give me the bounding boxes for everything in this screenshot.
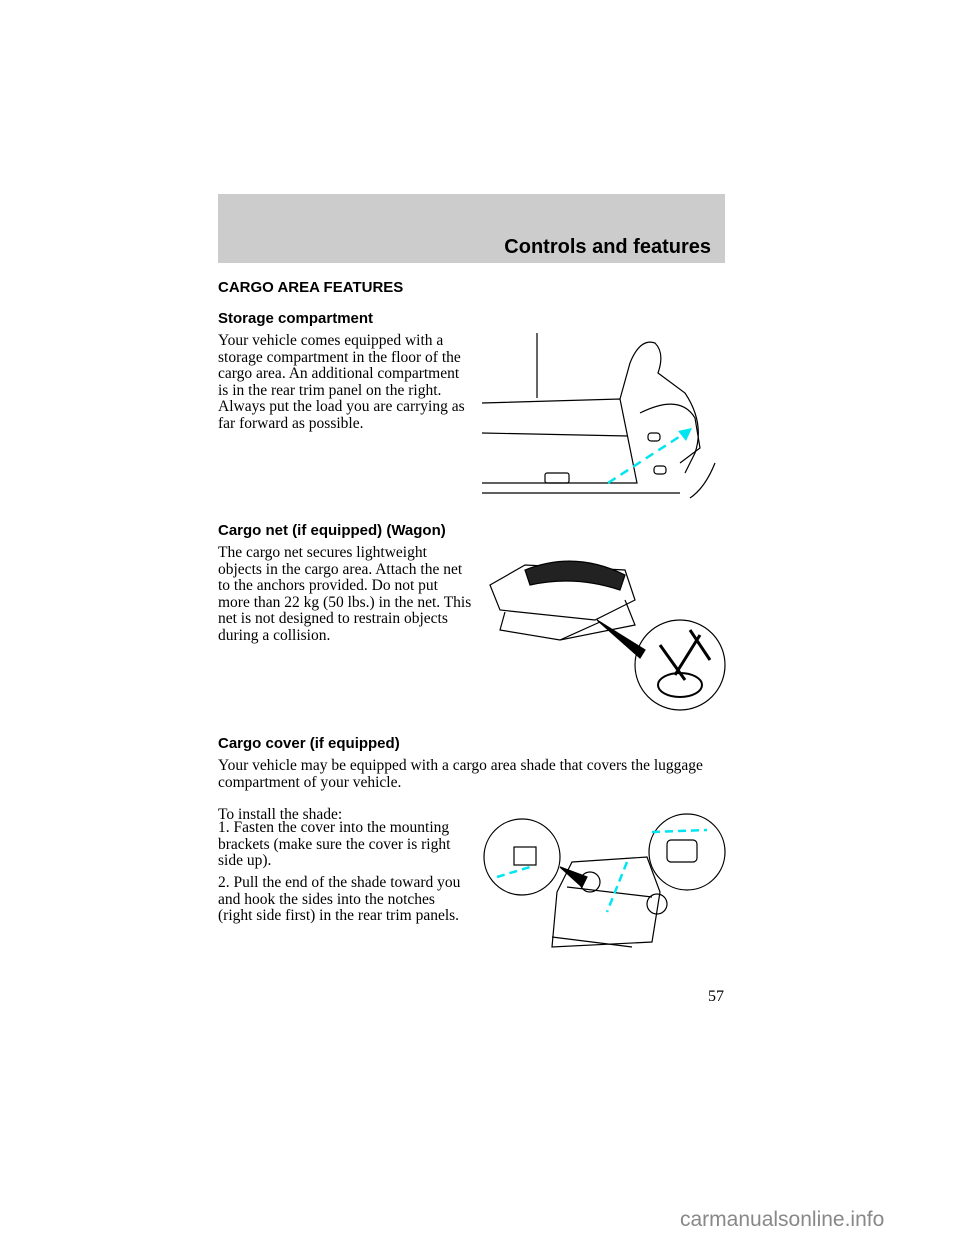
page-number: 57	[708, 988, 724, 1005]
install-step-1: 1. Fasten the cover into the mounting br…	[218, 819, 451, 869]
cargo-net-title: Cargo net (if equipped) (Wagon)	[218, 522, 446, 539]
cargo-cover-text: Your vehicle may be equipped with a carg…	[218, 757, 703, 791]
storage-compartment-illustration	[481, 333, 716, 499]
cargo-cover-title: Cargo cover (if equipped)	[218, 735, 400, 752]
storage-compartment-text: Your vehicle comes equipped with a stora…	[218, 332, 465, 432]
cargo-net-text: The cargo net secures lightweight object…	[218, 544, 472, 644]
watermark: carmanualsonline.info	[680, 1208, 885, 1231]
section-header: Controls and features	[218, 194, 725, 263]
install-intro: To install the shade:	[218, 806, 343, 823]
storage-compartment-title: Storage compartment	[218, 310, 374, 327]
section-title: Controls and features	[504, 236, 711, 258]
page-heading: CARGO AREA FEATURES	[218, 279, 404, 296]
cargo-net-illustration	[489, 560, 726, 711]
cargo-cover-illustration	[483, 813, 726, 948]
install-step-2: 2. Pull the end of the shade toward you …	[218, 874, 461, 924]
